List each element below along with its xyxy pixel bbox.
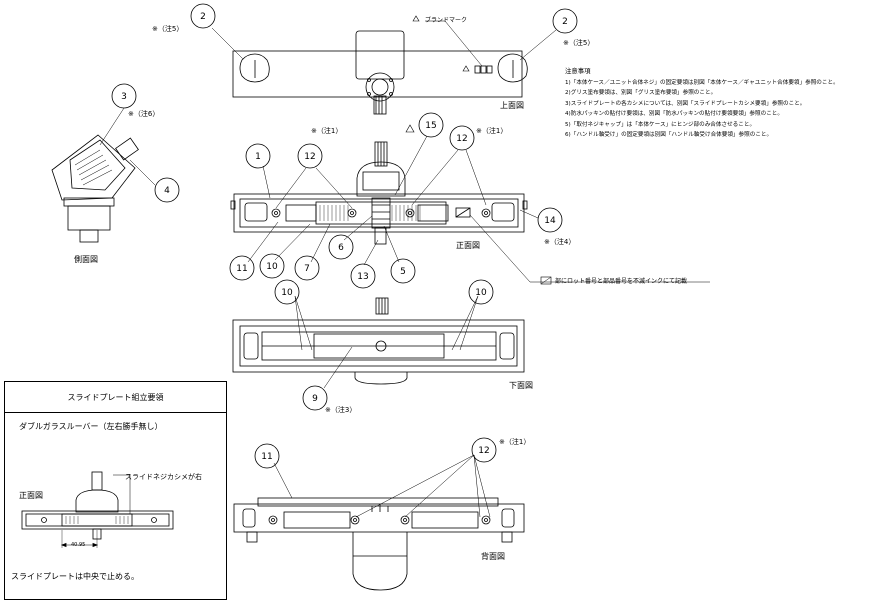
note-item-1: 1)「本体ケース／ユニット合体ネジ」の固定要領は別図「本体ケース／ギャユニット合… — [565, 79, 839, 86]
note-item-2: 2)グリス塗布要領は、別図「グリス塗布要領」参照のこと。 — [565, 90, 717, 96]
view-label-back: 背面図 — [481, 552, 505, 561]
bottom-view — [232, 297, 525, 385]
back-housing — [352, 532, 408, 591]
lot-number-box — [455, 207, 471, 218]
front-body — [233, 193, 525, 233]
callout-balloons — [111, 3, 578, 469]
leader-lines — [99, 27, 710, 518]
front-lower-shaft — [374, 227, 387, 245]
note-item-6: 6)「ハンドル軸受け」の固定要領は別図「ハンドル軸受け合体要領」参照のこと。 — [565, 132, 773, 138]
inset-dimension: 40.95 — [71, 542, 86, 548]
inset-subtitle: ダブルガラスルーバー（左右勝手無し） — [19, 422, 163, 431]
view-label-front: 正面図 — [456, 241, 480, 250]
callout-11-back: 11 — [261, 452, 272, 462]
callout-12-front-right: 12 — [456, 134, 467, 144]
inset-title: スライドプレート組立要領 — [5, 382, 226, 413]
front-view — [230, 141, 528, 245]
warning-triangle-icon — [405, 124, 415, 133]
brand-mark-leader — [425, 20, 483, 67]
top-base-plate — [232, 50, 523, 98]
left-screw-cap — [239, 53, 270, 83]
note-ref-1-front-right: ※（注1） — [476, 127, 508, 135]
callout-12-back: 12 — [478, 446, 489, 456]
top-view — [232, 15, 528, 115]
callout-15: 15 — [425, 121, 436, 131]
note-ref-3: ※（注3） — [325, 406, 357, 414]
side-body — [51, 134, 136, 201]
note-item-3: 3)スライドプレートの各カシメについては、別図「スライドプレートカシメ要領」参照… — [565, 100, 806, 107]
side-view — [51, 134, 139, 243]
callout-2-right: 2 — [562, 17, 568, 27]
back-view — [233, 497, 525, 591]
inset-view-label-front: 正面図 — [19, 491, 43, 500]
callout-11-front: 11 — [236, 264, 247, 274]
front-handle-housing — [356, 161, 406, 197]
view-label-side: 側面図 — [74, 255, 98, 264]
callout-numbers: 2 2 3 4 15 1 12 12 14 11 10 7 6 13 5 10 … — [121, 12, 568, 462]
callout-14: 14 — [544, 216, 556, 226]
note-ref-5-right: ※（注5） — [563, 39, 595, 47]
lot-number-note: 部にロット番号と部品番号を不滅インクにて記載 — [555, 278, 688, 285]
callout-4: 4 — [164, 186, 170, 196]
inset-footer: スライドプレートは中央で止める。 — [11, 572, 139, 581]
callout-7: 7 — [304, 264, 310, 274]
bottom-housing — [354, 372, 408, 385]
top-hub — [365, 72, 395, 102]
callout-9: 9 — [312, 394, 318, 404]
note-ref-1-back: ※（注1） — [499, 438, 531, 446]
lot-marker-symbol — [540, 276, 552, 285]
callout-13: 13 — [357, 272, 368, 282]
callout-5: 5 — [400, 267, 406, 277]
bottom-slide-plate — [313, 333, 445, 359]
front-slide-plate — [315, 201, 447, 225]
inset-caulk-label: スライドネジカシメが右 — [125, 473, 202, 481]
callout-3: 3 — [121, 92, 127, 102]
note-ref-6: ※（注6） — [128, 110, 160, 118]
callout-12-front-left: 12 — [304, 152, 315, 162]
callout-6: 6 — [338, 243, 344, 253]
bottom-outer-frame — [232, 319, 525, 373]
note-ref-5-left: ※（注5） — [152, 25, 184, 33]
brand-mark-box — [474, 65, 481, 74]
front-gear — [371, 197, 391, 229]
note-item-4: 4)防水パッキンの貼付け要領は、別図「防水パッキンの貼付け要領要領」参照のこと。 — [565, 111, 783, 117]
callout-10-bottom-right: 10 — [475, 288, 487, 298]
back-body — [233, 503, 525, 533]
callout-10-bottom-left: 10 — [281, 288, 293, 298]
callout-10-front: 10 — [266, 262, 278, 272]
notes-title: 注意事項 — [565, 67, 591, 75]
callout-2-left: 2 — [200, 12, 206, 22]
note-ref-1-front-left: ※（注1） — [311, 127, 343, 135]
side-shaft — [115, 137, 139, 161]
note-ref-4: ※（注4） — [544, 238, 576, 246]
callout-1-front: 1 — [255, 152, 261, 162]
brand-mark-label: ブランドマーク — [425, 17, 468, 24]
slide-plate-assembly-inset: スライドプレート組立要領 ダブルガラスルーバー（左右勝手無し） スライドネジカシ… — [4, 381, 227, 600]
right-screw-cap — [497, 53, 528, 83]
view-label-top: 上面図 — [500, 101, 524, 110]
view-label-bottom: 下面図 — [509, 381, 533, 390]
inset-drawing — [21, 471, 174, 548]
note-item-5: 5)「取付ネジキャップ」は「本体ケース」にヒンジ部のみ合体させること。 — [565, 121, 756, 128]
top-shaft — [373, 95, 387, 115]
general-notes: 注意事項 1)「本体ケース／ユニット合体ネジ」の固定要領は別図「本体ケース／ギャ… — [565, 66, 883, 141]
top-handle-housing — [355, 30, 405, 80]
